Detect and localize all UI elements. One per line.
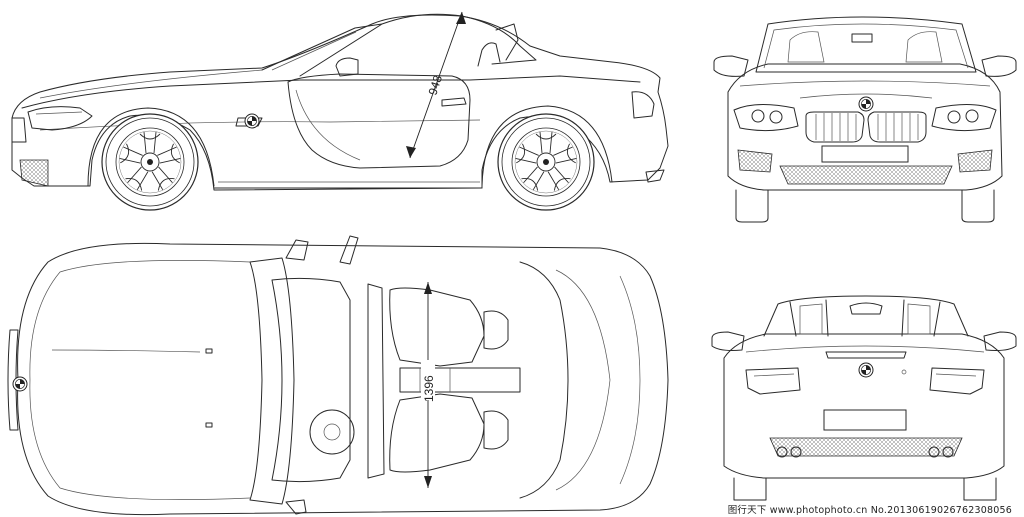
dimension-label-side: 948 <box>426 73 446 97</box>
watermark-bar: 图行天下 www.photophoto.cn No.20130619026762… <box>0 501 1024 517</box>
five-spoke-wheel-icon <box>101 113 199 211</box>
bmw-roundel-icon <box>858 96 874 112</box>
top-view: 1396 <box>7 235 669 516</box>
bmw-roundel-icon <box>12 376 28 392</box>
five-spoke-wheel-icon <box>497 113 595 211</box>
front-view <box>713 16 1017 223</box>
dimension-label-top: 1396 <box>422 375 436 402</box>
dimension-1396: 1396 <box>421 282 436 488</box>
bmw-roundel-icon <box>858 362 874 378</box>
dimension-948: 948 <box>406 11 466 159</box>
side-view: 948 <box>11 11 669 211</box>
bmw-roundel-icon <box>244 113 260 129</box>
watermark-text: 图行天下 www.photophoto.cn No.20130619026762… <box>723 502 1016 516</box>
rear-view <box>711 295 1017 501</box>
